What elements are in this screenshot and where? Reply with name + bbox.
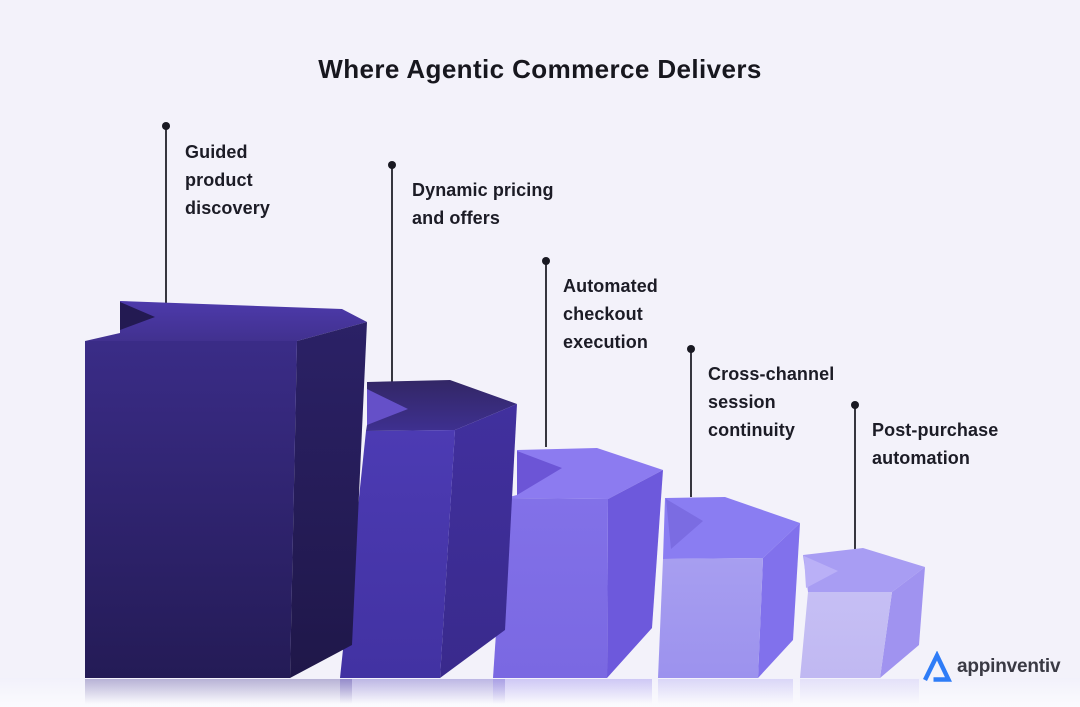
- block-5-reflection: [800, 679, 919, 704]
- block-1-side-face: [290, 322, 367, 678]
- callout-guided-product-discovery: Guided product discovery: [185, 138, 270, 222]
- block-4-front-face: [658, 558, 763, 678]
- block-4-reflection: [658, 679, 793, 704]
- callout-line-text: Post-purchase: [872, 420, 999, 440]
- callout-automated-checkout: Automated checkout execution: [563, 272, 658, 356]
- callout-line-text: and offers: [412, 208, 501, 228]
- appinventiv-logo-icon: [923, 651, 952, 682]
- brand-logo-text: appinventiv: [957, 656, 1061, 677]
- block-5-top-face: [803, 548, 925, 592]
- block-1-reflection: [85, 679, 352, 704]
- callout-line-text: checkout: [563, 304, 643, 324]
- block-5-notch-face: [804, 556, 838, 588]
- callout-line-text: Cross-channel: [708, 364, 835, 384]
- block-2-reflection: [340, 679, 505, 704]
- block-2-side-face: [440, 404, 517, 678]
- block-4-side-face: [758, 523, 800, 678]
- block-1-notch-face: [120, 302, 155, 330]
- callout-line-text: automation: [872, 448, 970, 468]
- callout-dot-5: [851, 401, 859, 409]
- callout-line-text: Dynamic pricing: [412, 180, 554, 200]
- brand-logo: appinventiv: [921, 650, 1061, 684]
- block-4-top-face: [663, 497, 800, 559]
- block-2-top-face: [366, 380, 517, 431]
- callout-cross-channel: Cross-channel session continuity: [708, 360, 834, 444]
- callout-dot-4: [687, 345, 695, 353]
- callout-dynamic-pricing: Dynamic pricing and offers: [412, 176, 554, 232]
- callout-line-text: execution: [563, 332, 648, 352]
- block-2-notch-face: [367, 389, 408, 425]
- callout-line-text: continuity: [708, 420, 795, 440]
- block-3-notch-face: [517, 451, 562, 495]
- block-3-reflection: [493, 679, 652, 704]
- callout-line-text: product: [185, 170, 253, 190]
- block-3-front-face: [493, 498, 608, 678]
- callout-line-text: session: [708, 392, 776, 412]
- callout-dot-1: [162, 122, 170, 130]
- page-title: Where Agentic Commerce Delivers: [318, 54, 762, 84]
- callout-post-purchase: Post-purchase automation: [872, 416, 998, 472]
- block-1-top-face: [85, 301, 367, 341]
- callout-line-text: Guided: [185, 142, 248, 162]
- block-4-notch-face: [666, 499, 703, 549]
- block-5-side-face: [880, 567, 925, 678]
- block-3-top-face: [505, 448, 663, 499]
- block-3-side-face: [607, 470, 663, 678]
- callout-line-text: Automated: [563, 276, 658, 296]
- callout-dot-3: [542, 257, 550, 265]
- block-5-front-face: [800, 592, 892, 678]
- callout-line-text: discovery: [185, 198, 270, 218]
- callout-dot-2: [388, 161, 396, 169]
- block-2-front-face: [340, 430, 455, 678]
- block-1-front-face: [85, 341, 297, 678]
